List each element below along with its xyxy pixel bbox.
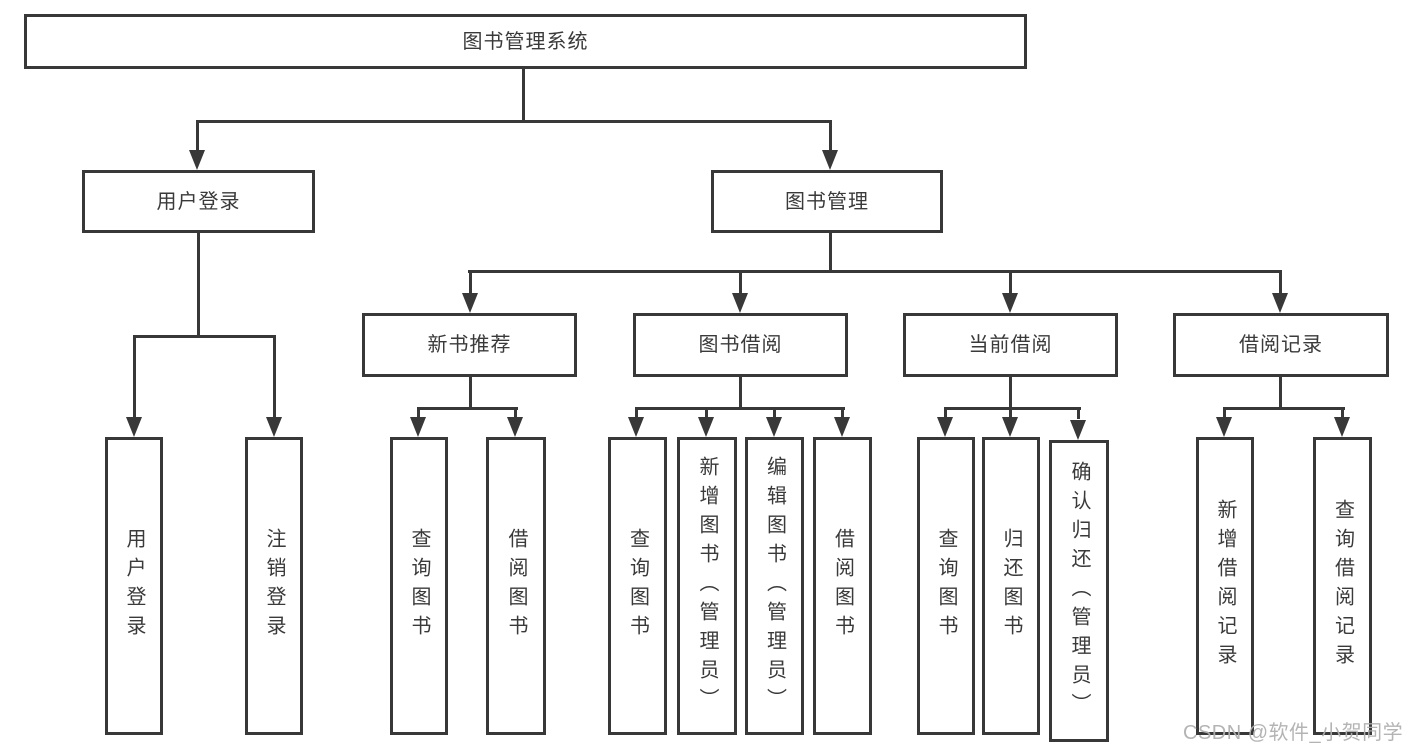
connector-line — [773, 409, 776, 419]
connector-line — [468, 270, 1282, 273]
node-book-management: 图书管理 — [711, 170, 943, 233]
connector-line — [944, 409, 947, 419]
connector-line — [417, 409, 420, 419]
connector-line — [829, 233, 832, 273]
arrow-down-icon — [766, 417, 782, 437]
connector-line — [273, 337, 276, 419]
connector-line — [1279, 377, 1282, 410]
leaf-current-query: 查询图书 — [917, 437, 975, 735]
connector-line — [635, 409, 638, 419]
leaf-borrow-add-admin: 新增图书（管理员） — [677, 437, 737, 735]
leaf-return-book-label: 归还图书 — [1000, 528, 1022, 644]
leaf-borrow-add-admin-label: 新增图书（管理员） — [696, 455, 718, 717]
leaf-confirm-return-admin: 确认归还（管理员） — [1049, 440, 1109, 742]
connector-line — [829, 122, 832, 152]
leaf-newbook-borrow-label: 借阅图书 — [505, 528, 527, 644]
arrow-down-icon — [628, 417, 644, 437]
connector-line — [1009, 409, 1012, 419]
arrow-down-icon — [1272, 293, 1288, 313]
leaf-return-book: 归还图书 — [982, 437, 1040, 735]
leaf-borrow-book: 借阅图书 — [813, 437, 872, 735]
arrow-down-icon — [126, 417, 142, 437]
leaf-borrow-query-label: 查询图书 — [626, 528, 649, 644]
arrow-down-icon — [266, 417, 282, 437]
arrow-down-icon — [822, 150, 838, 170]
leaf-newbook-borrow: 借阅图书 — [486, 437, 546, 735]
connector-line — [522, 69, 525, 122]
connector-line — [133, 335, 276, 338]
leaf-user-login: 用户登录 — [105, 437, 163, 735]
arrow-down-icon — [462, 293, 478, 313]
leaf-newbook-query-label: 查询图书 — [408, 528, 430, 644]
connector-line — [1223, 409, 1226, 419]
connector-line — [133, 337, 136, 419]
leaf-query-record: 查询借阅记录 — [1313, 437, 1372, 735]
connector-line — [944, 407, 1081, 410]
node-borrow-records: 借阅记录 — [1173, 313, 1389, 377]
node-current-borrowing-label: 当前借阅 — [968, 334, 1053, 356]
node-user-login-label: 用户登录 — [156, 190, 241, 213]
connector-line — [1009, 272, 1012, 295]
connector-line — [705, 409, 708, 419]
node-root: 图书管理系统 — [24, 14, 1027, 69]
watermark: CSDN @软件_小贺同学 — [1183, 722, 1404, 744]
connector-line — [1009, 377, 1012, 410]
arrow-down-icon — [732, 293, 748, 313]
leaf-newbook-query: 查询图书 — [390, 437, 448, 735]
leaf-logout: 注销登录 — [245, 437, 303, 735]
leaf-user-login-label: 用户登录 — [123, 528, 145, 644]
connector-line — [417, 407, 518, 410]
connector-line — [1077, 409, 1080, 419]
connector-line — [197, 233, 200, 338]
arrow-down-icon — [1070, 420, 1086, 440]
node-new-book-recommend-label: 新书推荐 — [427, 334, 512, 356]
leaf-confirm-return-admin-label: 确认归还（管理员） — [1068, 460, 1090, 722]
leaf-current-query-label: 查询图书 — [935, 528, 957, 644]
arrow-down-icon — [189, 150, 205, 170]
node-book-management-label: 图书管理 — [785, 190, 869, 213]
arrow-down-icon — [834, 417, 850, 437]
arrow-down-icon — [698, 417, 714, 437]
node-root-label: 图书管理系统 — [462, 30, 589, 53]
connector-line — [635, 407, 845, 410]
connector-line — [196, 122, 199, 152]
connector-line — [841, 409, 844, 419]
connector-line — [469, 377, 472, 410]
node-borrow-records-label: 借阅记录 — [1239, 334, 1323, 356]
node-user-login: 用户登录 — [82, 170, 315, 233]
leaf-borrow-edit-admin-label: 编辑图书（管理员） — [763, 455, 786, 717]
arrow-down-icon — [1002, 417, 1018, 437]
node-current-borrowing: 当前借阅 — [903, 313, 1118, 377]
connector-line — [469, 272, 472, 295]
connector-line — [1223, 407, 1345, 410]
connector-line — [739, 272, 742, 295]
leaf-add-record-label: 新增借阅记录 — [1214, 499, 1236, 673]
connector-line — [739, 377, 742, 410]
leaf-borrow-edit-admin: 编辑图书（管理员） — [745, 437, 804, 735]
node-book-borrowing: 图书借阅 — [633, 313, 848, 377]
arrow-down-icon — [1216, 417, 1232, 437]
connector-line — [1341, 409, 1344, 419]
arrow-down-icon — [1002, 293, 1018, 313]
arrow-down-icon — [937, 417, 953, 437]
arrow-down-icon — [507, 417, 523, 437]
connector-line — [1279, 272, 1282, 295]
leaf-add-record: 新增借阅记录 — [1196, 437, 1254, 735]
connector-line — [196, 120, 832, 123]
node-new-book-recommend: 新书推荐 — [362, 313, 577, 377]
leaf-borrow-query: 查询图书 — [608, 437, 667, 735]
arrow-down-icon — [410, 417, 426, 437]
leaf-query-record-label: 查询借阅记录 — [1331, 499, 1354, 673]
arrow-down-icon — [1334, 417, 1350, 437]
node-book-borrowing-label: 图书借阅 — [698, 334, 783, 356]
leaf-borrow-book-label: 借阅图书 — [831, 528, 854, 644]
connector-line — [514, 409, 517, 419]
leaf-logout-label: 注销登录 — [263, 528, 285, 644]
